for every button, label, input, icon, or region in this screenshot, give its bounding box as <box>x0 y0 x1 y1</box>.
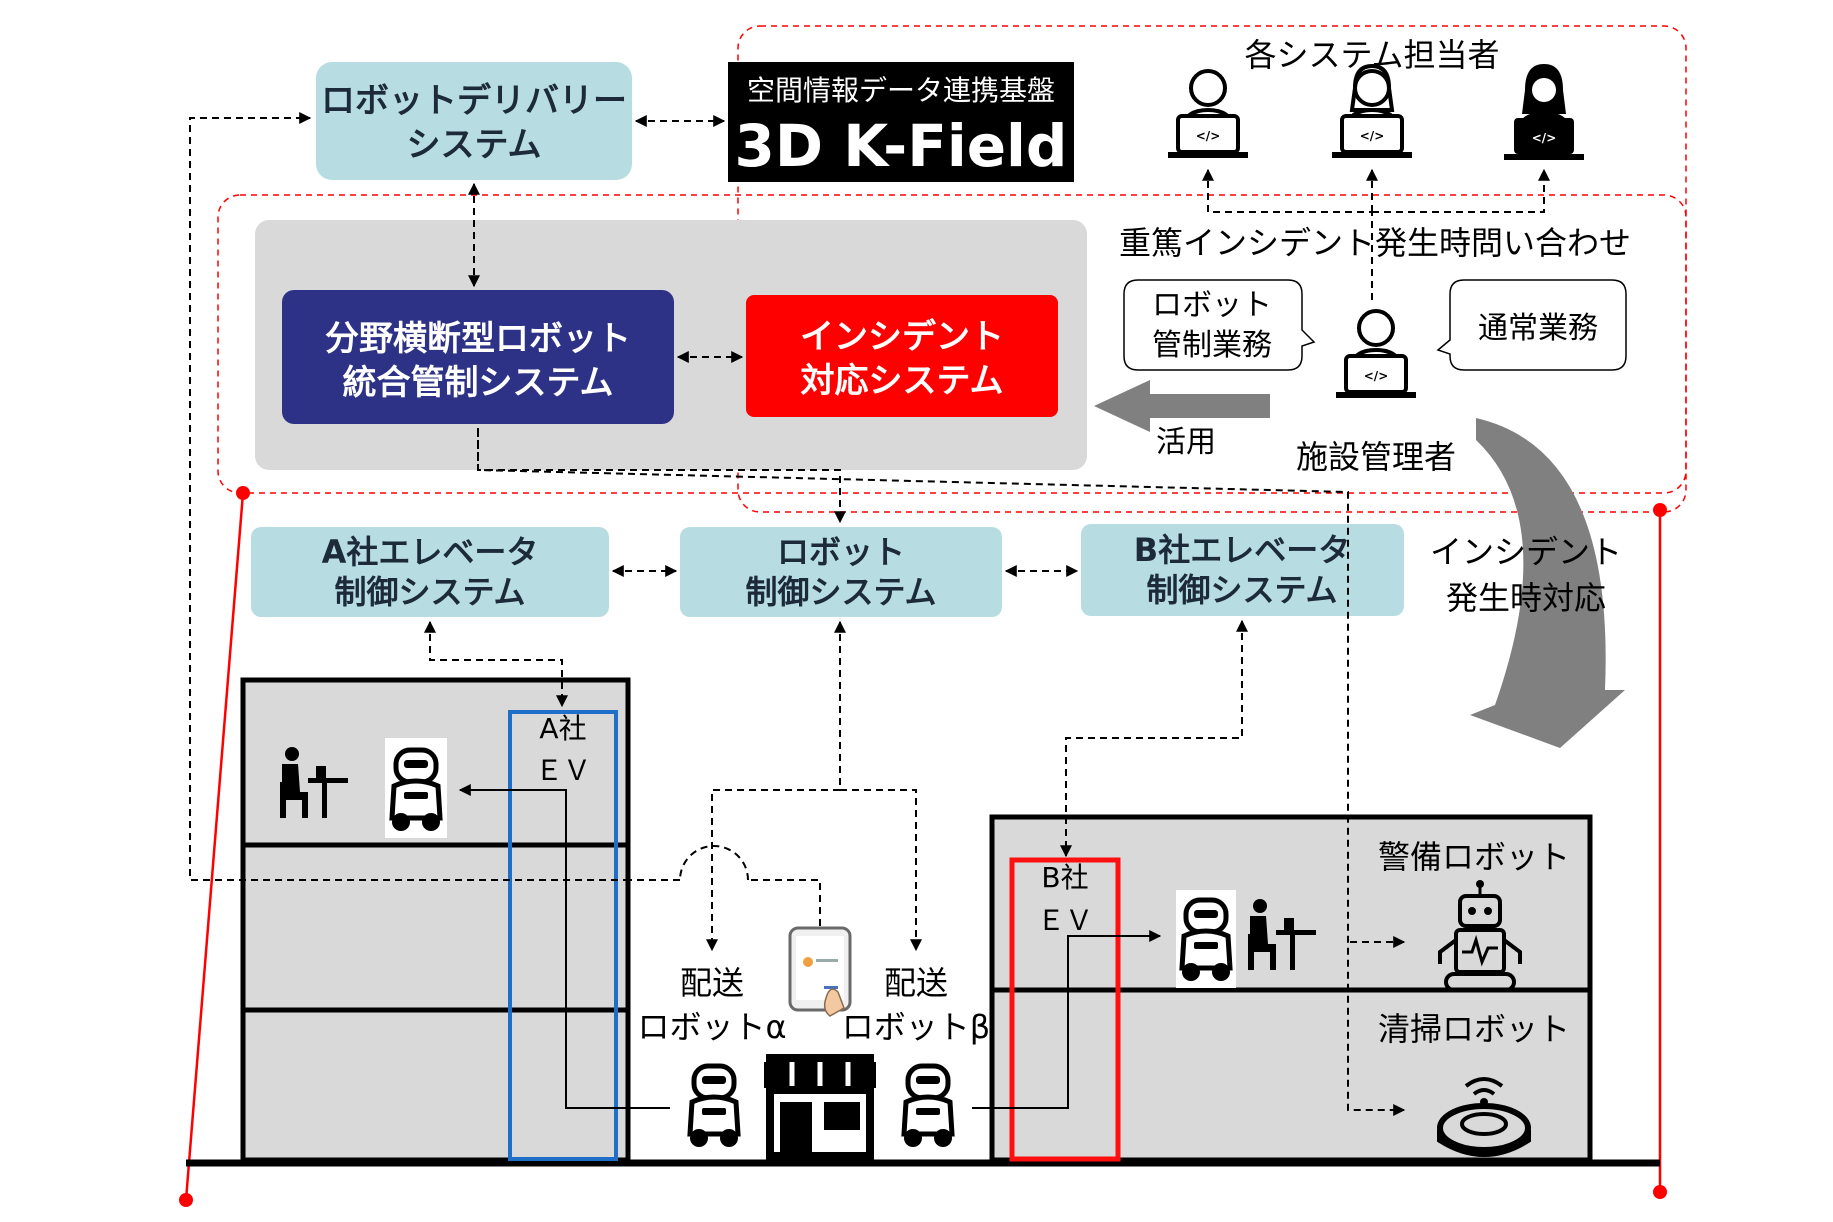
region-control-outline <box>217 194 1687 494</box>
robot-beta-label: 配送 <box>884 964 948 1002</box>
svg-text:通常業務: 通常業務 <box>1478 311 1598 346</box>
delivery-robot-alpha-icon <box>690 1066 738 1147</box>
robot-vacuum-icon <box>1437 1077 1531 1157</box>
integrated-control-system-box: 分野横断型ロボット 統合管制システム <box>282 290 674 424</box>
incident-response-arrow <box>1470 418 1625 748</box>
inquiry-label: 重篤インシデント発生時問い合わせ <box>1119 224 1631 262</box>
perspective-dot <box>1653 503 1667 517</box>
svg-text:システム: システム <box>407 125 542 165</box>
incident-response-label-2: 発生時対応 <box>1446 579 1606 617</box>
incident-response-label-1: インシデント <box>1430 533 1622 571</box>
svg-text:3D K-Field: 3D K-Field <box>735 112 1068 180</box>
programmer-icon <box>1166 69 1250 160</box>
perspective-dot <box>179 1193 193 1207</box>
security-robot-icon <box>1438 880 1522 992</box>
perspective-dot <box>236 486 250 500</box>
cleaning-robot-label: 清掃ロボット <box>1378 1010 1570 1048</box>
robot-alpha-label: ロボットα <box>637 1008 786 1046</box>
programmer-icon: </> <box>1504 64 1584 160</box>
utilize-label: 活用 <box>1156 425 1216 460</box>
staff-title: 各システム担当者 <box>1244 36 1499 74</box>
svg-text:A社エレベータ: A社エレベータ <box>322 533 539 571</box>
connector-lines <box>189 112 1550 1116</box>
elevator-b-control-box: B社エレベータ 制御システム <box>1081 524 1404 616</box>
facility-manager-icon <box>1334 309 1418 400</box>
svg-text:インシデント: インシデント <box>800 317 1004 357</box>
svg-text:対応システム: 対応システム <box>801 361 1004 401</box>
svg-text:B社エレベータ: B社エレベータ <box>1134 531 1350 569</box>
svg-text:制御システム: 制御システム <box>745 573 936 611</box>
facility-manager-label: 施設管理者 <box>1296 438 1456 476</box>
robot-beta-label: ロボットβ <box>842 1008 990 1046</box>
elevator-b-label: B社 <box>1041 861 1088 894</box>
bubble-normal-work: 通常業務 <box>1436 279 1627 371</box>
svg-text:制御システム: 制御システム <box>1146 571 1337 609</box>
svg-text:</>: </> <box>1532 131 1557 145</box>
utilize-arrow <box>1094 380 1270 432</box>
svg-text:ロボット: ロボット <box>1152 288 1272 323</box>
elevator-b-shaft <box>1009 857 1121 1162</box>
robot-alpha-label: 配送 <box>680 964 744 1002</box>
elevator-a-control-box: A社エレベータ 制御システム <box>251 527 609 617</box>
incident-system-box: インシデント 対応システム <box>746 295 1058 417</box>
elevator-b-label: ＥＶ <box>1037 904 1093 937</box>
robot-control-box: ロボット 制御システム <box>680 527 1002 617</box>
elevator-a-label: ＥＶ <box>535 754 591 787</box>
svg-text:ロボットデリバリー: ロボットデリバリー <box>321 81 627 121</box>
programmer-icon: </> <box>1332 63 1412 158</box>
perspective-dot <box>1653 1185 1667 1199</box>
svg-text:ロボット: ロボット <box>777 533 905 571</box>
bubble-robot-control: ロボット 管制業務 <box>1123 279 1316 371</box>
security-robot-label: 警備ロボット <box>1378 838 1570 876</box>
delivery-system-box: ロボットデリバリー システム <box>316 62 632 180</box>
svg-text:制御システム: 制御システム <box>334 573 525 611</box>
smartphone-icon <box>788 926 852 1017</box>
store-icon <box>764 1054 876 1160</box>
elevator-a-shaft <box>508 710 618 1161</box>
robot-route-lines <box>458 784 1162 1109</box>
delivery-robot-beta-icon <box>904 1066 952 1147</box>
delivery-robot-icon <box>1182 900 1230 981</box>
svg-text:統合管制システム: 統合管制システム <box>343 363 614 403</box>
delivery-robot-icon <box>392 750 440 831</box>
svg-text:管制業務: 管制業務 <box>1152 328 1272 363</box>
svg-text:空間情報データ連携基盤: 空間情報データ連携基盤 <box>747 74 1055 107</box>
elevator-a-label: A社 <box>539 712 586 745</box>
kfield-platform-badge: 空間情報データ連携基盤 3D K-Field <box>728 62 1074 182</box>
svg-text:分野横断型ロボット: 分野横断型ロボット <box>325 319 631 359</box>
perspective-line-left <box>184 492 245 1201</box>
svg-text:</>: </> <box>1360 129 1385 143</box>
